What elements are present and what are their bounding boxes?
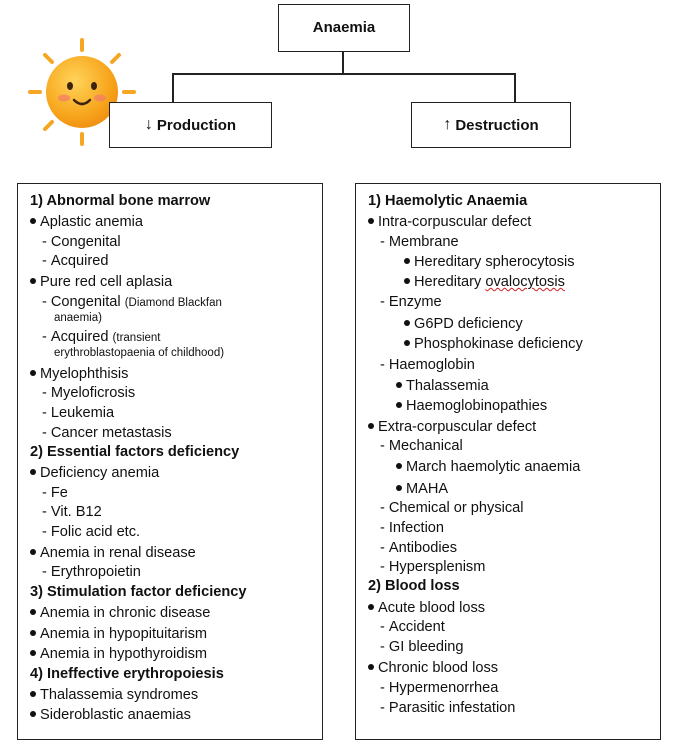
list-item: Extra-corpuscular defect: [368, 418, 536, 436]
list-item: Pure red cell aplasia: [30, 273, 172, 291]
list-item: Aplastic anemia: [30, 213, 143, 231]
section-heading: 1) Haemolytic Anaemia: [368, 193, 528, 209]
list-item: Myelophthisis: [30, 365, 128, 383]
section-heading: 2) Essential factors deficiency: [30, 444, 240, 460]
list-item: Anemia in chronic disease: [30, 604, 210, 622]
list-item: -Enzyme: [380, 294, 442, 310]
list-item: -Erythropoietin: [42, 564, 141, 580]
list-item: -Chemical or physical: [380, 500, 524, 516]
list-item: Hereditary ovalocytosis: [404, 273, 565, 291]
section-heading: 3) Stimulation factor deficiency: [30, 584, 247, 600]
list-item: -Antibodies: [380, 540, 458, 556]
list-item: -Myeloficrosis: [42, 385, 136, 401]
connector-horizontal: [172, 73, 515, 75]
production-label: Production: [156, 116, 237, 134]
list-item: -Parasitic infestation: [380, 700, 516, 716]
list-item: Haemoglobinopathies: [396, 397, 547, 415]
list-item: -Congenital (Diamond Blackfan: [42, 294, 222, 310]
list-item: Hereditary spherocytosis: [404, 253, 575, 271]
list-item: Thalassemia syndromes: [30, 686, 198, 704]
section-heading: 2) Blood loss: [368, 578, 460, 594]
list-item: -Hypermenorrhea: [380, 680, 499, 696]
list-item-note: anaemia): [54, 312, 102, 324]
destruction-label: Destruction: [455, 116, 539, 134]
connector-left-drop: [172, 73, 174, 102]
list-item: Anemia in hypopituitarism: [30, 625, 207, 643]
section-heading: 4) Ineffective erythropoiesis: [30, 666, 224, 682]
connector-right-drop: [514, 73, 516, 102]
list-item: -Leukemia: [42, 405, 115, 421]
list-item: Chronic blood loss: [368, 659, 498, 677]
list-item: -Mechanical: [380, 438, 463, 454]
up-arrow-icon: ↑: [443, 116, 452, 133]
title-text: Anaemia: [312, 18, 376, 36]
list-item: -Membrane: [380, 234, 459, 250]
list-item: MAHA: [396, 480, 448, 498]
list-item: -Cancer metastasis: [42, 425, 172, 441]
list-item: -Infection: [380, 520, 445, 536]
list-item: Anemia in hypothyroidism: [30, 645, 207, 663]
list-item: -Congenital: [42, 234, 121, 250]
list-item: Intra-corpuscular defect: [368, 213, 531, 231]
destruction-panel: 1) Haemolytic Anaemia Intra-corpuscular …: [355, 183, 661, 740]
list-item: -GI bleeding: [380, 639, 464, 655]
list-item: -Acquired (transient: [42, 329, 161, 345]
list-item: Phosphokinase deficiency: [404, 335, 583, 353]
list-item: Thalassemia: [396, 377, 489, 395]
production-box: ↓ Production: [109, 102, 272, 148]
list-item: -Fe: [42, 485, 68, 501]
list-item: -Haemoglobin: [380, 357, 475, 373]
section-heading: 1) Abnormal bone marrow: [30, 193, 211, 209]
list-item: Deficiency anemia: [30, 464, 159, 482]
list-item: Anemia in renal disease: [30, 544, 196, 562]
list-item: G6PD deficiency: [404, 315, 523, 333]
down-arrow-icon: ↓: [144, 116, 153, 133]
production-panel: 1) Abnormal bone marrow Aplastic anemia …: [17, 183, 323, 740]
list-item: March haemolytic anaemia: [396, 458, 580, 476]
list-item-note: erythroblastopaenia of childhood): [54, 347, 225, 359]
title-box: Anaemia: [278, 4, 410, 52]
list-item: -Hypersplenism: [380, 559, 486, 575]
list-item: -Folic acid etc.: [42, 524, 141, 540]
list-item: -Acquired: [42, 253, 109, 269]
destruction-box: ↑ Destruction: [411, 102, 571, 148]
list-item: Sideroblastic anaemias: [30, 706, 191, 724]
list-item: -Accident: [380, 619, 445, 635]
list-item: -Vit. B12: [42, 504, 102, 520]
connector-stem: [342, 52, 344, 74]
list-item: Acute blood loss: [368, 599, 485, 617]
